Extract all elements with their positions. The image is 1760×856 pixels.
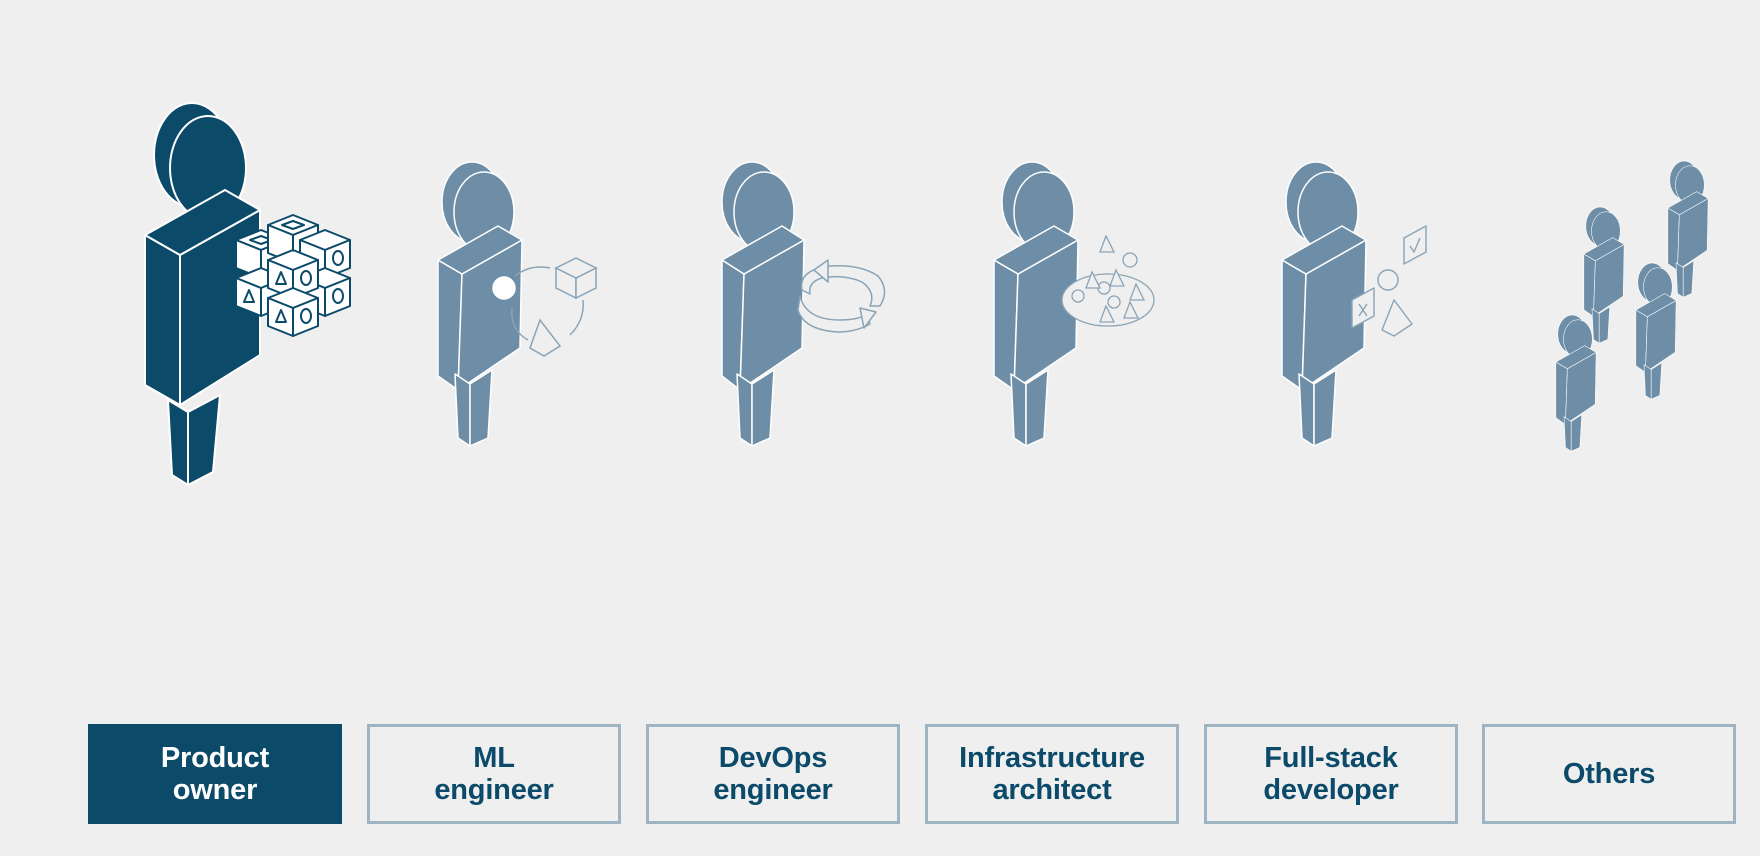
tab-product-owner[interactable]: Product owner xyxy=(88,724,342,824)
platform-shapes-icon xyxy=(1061,234,1155,327)
group-people-icon xyxy=(1555,160,1709,452)
check-cross-icon xyxy=(1351,225,1427,337)
blocks-cube-icon xyxy=(235,214,351,337)
ml-engineer-figure xyxy=(437,161,598,447)
ml-cycle-icon xyxy=(492,257,598,357)
product-owner-figure xyxy=(144,102,351,486)
tab-infrastructure-architect[interactable]: Infrastructure architect xyxy=(925,724,1179,824)
tab-full-stack-developer[interactable]: Full-stack developer xyxy=(1204,724,1458,824)
others-group-figure xyxy=(1555,160,1709,452)
infrastructure-architect-figure xyxy=(993,161,1155,447)
tab-ml-engineer[interactable]: ML engineer xyxy=(367,724,621,824)
tab-devops-engineer[interactable]: DevOps engineer xyxy=(646,724,900,824)
refresh-cycle-icon xyxy=(797,259,886,333)
full-stack-developer-figure xyxy=(1281,161,1427,447)
role-tabs: Product owner ML engineer DevOps enginee… xyxy=(88,724,1736,824)
tab-others[interactable]: Others xyxy=(1482,724,1736,824)
devops-engineer-figure xyxy=(721,161,886,447)
